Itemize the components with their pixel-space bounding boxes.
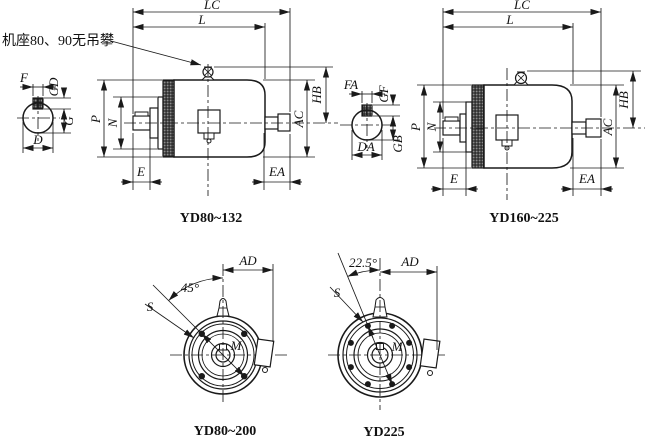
flange-bolt bbox=[389, 322, 396, 329]
s-leader bbox=[329, 286, 364, 323]
flange-bolt bbox=[364, 381, 371, 388]
dim-label-ea: EA bbox=[578, 171, 595, 186]
terminal-box bbox=[197, 109, 221, 134]
shaft-end-view-large: FA GF GB DA bbox=[340, 77, 405, 160]
flange-bolt bbox=[347, 364, 354, 371]
dim-label-ad: AD bbox=[238, 253, 257, 268]
dimensions-large: LC L P N E bbox=[408, 0, 641, 196]
terminal-box-bolt bbox=[427, 370, 433, 376]
shaft-key bbox=[134, 111, 149, 117]
mounting-flange bbox=[471, 84, 485, 169]
motor-outline-small bbox=[124, 64, 338, 196]
dim-label-p: P bbox=[88, 115, 103, 124]
terminal-box-nub bbox=[203, 132, 215, 140]
dim-label-ad: AD bbox=[400, 254, 419, 269]
dim-label-n: N bbox=[105, 117, 120, 128]
dim-label-s: S bbox=[147, 299, 154, 314]
dim-line-m bbox=[201, 333, 245, 377]
flange-bolt bbox=[241, 330, 248, 337]
annotation-leader bbox=[110, 40, 202, 66]
dim-label-fa: FA bbox=[343, 77, 358, 92]
dim-label-l: L bbox=[197, 12, 205, 27]
terminal-box-front bbox=[253, 338, 275, 368]
front-view-yd225: M 22.5° S AD YD225 bbox=[328, 252, 448, 440]
caption-yd80-132: YD80~132 bbox=[180, 211, 243, 226]
angle-arc-45 bbox=[168, 274, 224, 301]
dimensions-small: LC L P N E bbox=[88, 0, 333, 190]
shaft-end-view-small: F GD G D bbox=[17, 70, 76, 153]
caption-yd225: YD225 bbox=[363, 425, 404, 440]
dim-label-d: D bbox=[32, 132, 43, 147]
dim-label-gd: GD bbox=[46, 77, 61, 96]
flange-bolt bbox=[406, 364, 413, 371]
side-view-yd80-132: F GD G D bbox=[2, 0, 338, 226]
spigot-plate bbox=[465, 101, 473, 153]
side-view-yd160-225: FA GF GB DA bbox=[340, 0, 645, 226]
dim-label-hb: HB bbox=[616, 91, 631, 109]
rear-shaft-step bbox=[277, 113, 291, 132]
lifting-eye bbox=[512, 71, 530, 86]
motor-outline-large bbox=[434, 68, 645, 200]
caption-yd160-225: YD160~225 bbox=[489, 211, 559, 226]
dim-label-l: L bbox=[505, 12, 513, 27]
dim-label-gb: GB bbox=[390, 135, 405, 152]
angle-arc-22-5 bbox=[347, 266, 381, 277]
caption-yd80-200: YD80~200 bbox=[194, 424, 257, 439]
front-view-yd80-200: M 45° S AD YD80~200 bbox=[144, 253, 290, 439]
flange-bolt bbox=[347, 339, 354, 346]
dim-label-g: G bbox=[61, 116, 76, 126]
radial-line-45 bbox=[152, 284, 208, 340]
dim-label-ac: AC bbox=[291, 110, 306, 128]
flange-bolt bbox=[406, 339, 413, 346]
motor-body bbox=[483, 84, 573, 169]
dim-label-p: P bbox=[408, 123, 423, 132]
flange-bolt bbox=[198, 373, 205, 380]
dim-label-m: M bbox=[391, 339, 404, 354]
angle-label-45: 45° bbox=[181, 280, 199, 295]
dim-label-ea: EA bbox=[268, 164, 285, 179]
shaft-key bbox=[444, 116, 459, 122]
terminal-box-bolt bbox=[262, 367, 268, 373]
dim-label-da: DA bbox=[356, 139, 374, 154]
dim-label-lc: LC bbox=[203, 0, 220, 12]
annotation-no-lifting-lug: 机座80、90无吊攀 bbox=[2, 33, 114, 49]
dim-label-m: M bbox=[230, 338, 243, 353]
dim-label-e: E bbox=[449, 171, 458, 186]
s-leader bbox=[144, 303, 195, 339]
terminal-box-gland bbox=[206, 138, 212, 144]
dim-label-hb: HB bbox=[309, 86, 324, 104]
dim-label-f: F bbox=[19, 70, 29, 85]
dim-label-n: N bbox=[424, 121, 439, 132]
mounting-flange bbox=[162, 79, 175, 158]
terminal-box-front bbox=[419, 338, 441, 369]
dim-label-ac: AC bbox=[600, 118, 615, 136]
dim-label-e: E bbox=[136, 164, 145, 179]
radial-line-22-5 bbox=[337, 252, 374, 339]
angle-label-22-5: 22.5° bbox=[349, 255, 377, 270]
dim-label-gf: GF bbox=[376, 84, 391, 102]
dim-label-s: S bbox=[334, 285, 341, 300]
dim-label-lc: LC bbox=[513, 0, 530, 12]
